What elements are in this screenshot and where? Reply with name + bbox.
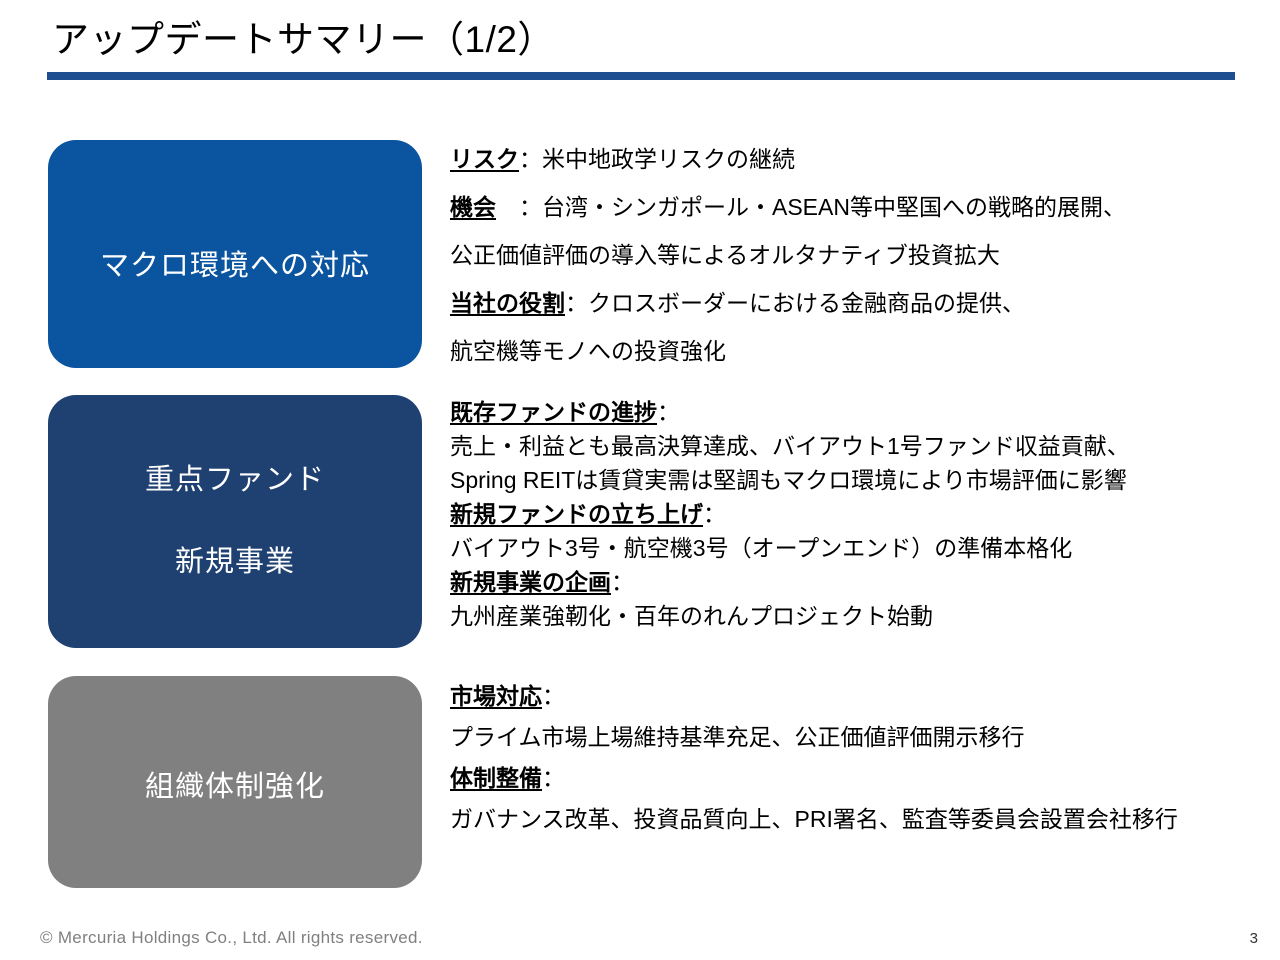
body-line-rest: 公正価値評価の導入等によるオルタナティブ投資拡大 bbox=[450, 242, 1000, 268]
body-line-lead: 既存ファンドの進捗 bbox=[450, 399, 657, 425]
body-line-rest: ： bbox=[611, 569, 634, 595]
page-title: アップデートサマリー（1/2） bbox=[52, 19, 555, 60]
body-line: 航空機等モノへの投資強化 bbox=[450, 340, 1260, 363]
body-line-rest: ：米中地政学リスクの継続 bbox=[519, 146, 795, 172]
body-line-rest: ガバナンス改革、投資品質向上、PRI署名、監査等委員会設置会社移行 bbox=[450, 806, 1178, 832]
body-line-rest: ： bbox=[703, 501, 726, 527]
body-line: 公正価値評価の導入等によるオルタナティブ投資拡大 bbox=[450, 244, 1260, 267]
body-line: 新規ファンドの立ち上げ： bbox=[450, 503, 1260, 526]
category-box-macro: マクロ環境への対応 bbox=[48, 140, 422, 368]
section-body-organization: 市場対応： プライム市場上場維持基準充足、公正価値評価開示移行 体制整備： ガバ… bbox=[450, 676, 1260, 849]
section-body-funds: 既存ファンドの進捗： 売上・利益とも最高決算達成、バイアウト1号ファンド収益貢献… bbox=[450, 395, 1260, 639]
body-line-rest: ：クロスボーダーにおける金融商品の提供、 bbox=[565, 290, 1025, 316]
title-underline-rule bbox=[47, 72, 1235, 80]
body-line-rest: 九州産業強靭化・百年のれんプロジェクト始動 bbox=[450, 603, 933, 629]
body-line: プライム市場上場維持基準充足、公正価値評価開示移行 bbox=[450, 726, 1260, 749]
body-line: Spring REITは賃貸実需は堅調もマクロ環境により市場評価に影響 bbox=[450, 469, 1260, 492]
body-line: 既存ファンドの進捗： bbox=[450, 401, 1260, 424]
body-line: リスク：米中地政学リスクの継続 bbox=[450, 148, 1260, 171]
body-line: 機会 ：台湾・シンガポール・ASEAN等中堅国への戦略的展開、 bbox=[450, 196, 1260, 219]
section-body-macro: リスク：米中地政学リスクの継続 機会 ：台湾・シンガポール・ASEAN等中堅国へ… bbox=[450, 140, 1260, 388]
body-line: 売上・利益とも最高決算達成、バイアウト1号ファンド収益貢献、 bbox=[450, 435, 1260, 458]
body-line-lead: 市場対応 bbox=[450, 683, 542, 709]
body-line-rest: ：台湾・シンガポール・ASEAN等中堅国への戦略的展開、 bbox=[496, 194, 1126, 220]
section-row-organization: 組織体制強化 市場対応： プライム市場上場維持基準充足、公正価値評価開示移行 体… bbox=[0, 676, 1280, 888]
category-label: 組織体制強化 bbox=[144, 771, 325, 804]
body-line-rest: ： bbox=[542, 765, 565, 791]
footer-copyright: © Mercuria Holdings Co., Ltd. All rights… bbox=[40, 928, 423, 947]
body-line-rest: 売上・利益とも最高決算達成、バイアウト1号ファンド収益貢献、 bbox=[450, 433, 1130, 459]
body-line-lead: 機会 bbox=[450, 194, 496, 220]
page-number: 3 bbox=[1249, 930, 1258, 947]
body-line: バイアウト3号・航空機3号（オープンエンド）の準備本格化 bbox=[450, 537, 1260, 560]
body-line-rest: 航空機等モノへの投資強化 bbox=[450, 338, 726, 364]
body-line: 新規事業の企画： bbox=[450, 571, 1260, 594]
body-line: 当社の役割：クロスボーダーにおける金融商品の提供、 bbox=[450, 292, 1260, 315]
body-line-rest: ： bbox=[657, 399, 680, 425]
category-box-funds: 重点ファンド 新規事業 bbox=[48, 395, 422, 648]
category-label: 重点ファンド bbox=[144, 464, 325, 497]
category-label: マクロ環境への対応 bbox=[99, 250, 370, 283]
body-line-lead: 新規ファンドの立ち上げ bbox=[450, 501, 703, 527]
category-box-organization: 組織体制強化 bbox=[48, 676, 422, 888]
body-line: ガバナンス改革、投資品質向上、PRI署名、監査等委員会設置会社移行 bbox=[450, 808, 1260, 831]
body-line-rest: バイアウト3号・航空機3号（オープンエンド）の準備本格化 bbox=[450, 535, 1073, 561]
body-line-lead: リスク bbox=[450, 146, 519, 172]
body-line-lead: 当社の役割 bbox=[450, 290, 565, 316]
body-line-lead: 新規事業の企画 bbox=[450, 569, 611, 595]
body-line-rest: ： bbox=[542, 683, 565, 709]
body-line-rest: Spring REITは賃貸実需は堅調もマクロ環境により市場評価に影響 bbox=[450, 467, 1127, 493]
body-line: 市場対応： bbox=[450, 685, 1260, 708]
body-line: 体制整備： bbox=[450, 767, 1260, 790]
body-line: 九州産業強靭化・百年のれんプロジェクト始動 bbox=[450, 605, 1260, 628]
section-row-funds: 重点ファンド 新規事業 既存ファンドの進捗： 売上・利益とも最高決算達成、バイア… bbox=[0, 395, 1280, 648]
category-label-secondary: 新規事業 bbox=[174, 545, 295, 578]
section-row-macro: マクロ環境への対応 リスク：米中地政学リスクの継続 機会 ：台湾・シンガポール・… bbox=[0, 140, 1280, 368]
body-line-rest: プライム市場上場維持基準充足、公正価値評価開示移行 bbox=[450, 724, 1025, 750]
body-line-lead: 体制整備 bbox=[450, 765, 542, 791]
